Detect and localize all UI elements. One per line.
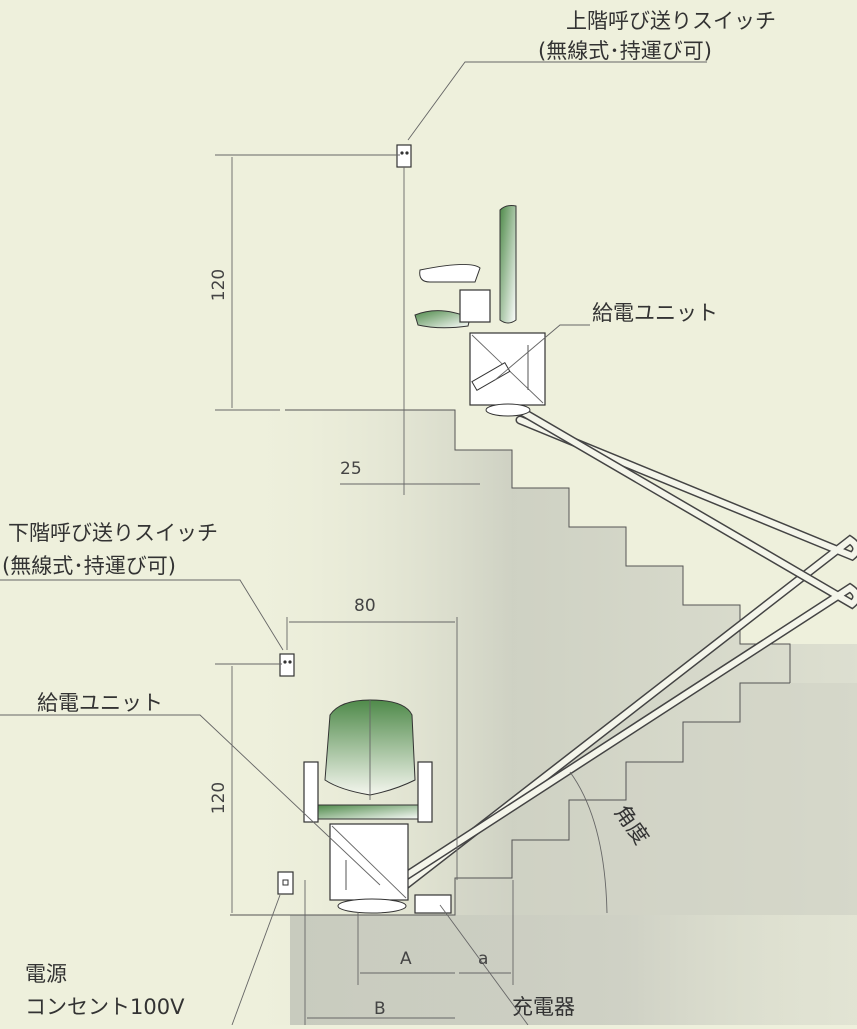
outlet-label-line1: 電源 xyxy=(25,962,67,986)
upper-height-dim: 120 xyxy=(209,269,229,301)
outlet-label-line2: コンセント100V xyxy=(25,995,185,1019)
dimension-lines xyxy=(215,154,608,1025)
lower-power-unit-label: 給電ユニット xyxy=(37,691,163,715)
upper-power-unit-label: 給電ユニット xyxy=(592,301,718,325)
upper-switch-label-line1: 上階呼び送りスイッチ xyxy=(566,9,776,33)
dim-A: A xyxy=(400,949,412,969)
lower-height-dim: 120 xyxy=(209,782,229,814)
dim-a: a xyxy=(478,949,488,969)
upper-switch-device xyxy=(396,144,412,168)
width-dim: 80 xyxy=(354,596,376,616)
lower-switch-label-line1: 下階呼び送りスイッチ xyxy=(8,521,218,545)
leader-lines xyxy=(0,61,707,1026)
lower-chair xyxy=(277,699,452,914)
lower-switch-device xyxy=(279,653,295,677)
upper-chair xyxy=(414,205,546,417)
dim-B: B xyxy=(374,999,386,1019)
charger-label: 充電器 xyxy=(512,995,575,1019)
lower-switch-label-line2: (無線式･持運び可) xyxy=(2,554,176,578)
upper-offset-dim: 25 xyxy=(340,459,362,479)
lower-staircase xyxy=(230,682,857,1025)
upper-switch-label-line2: (無線式･持運び可) xyxy=(538,39,712,63)
